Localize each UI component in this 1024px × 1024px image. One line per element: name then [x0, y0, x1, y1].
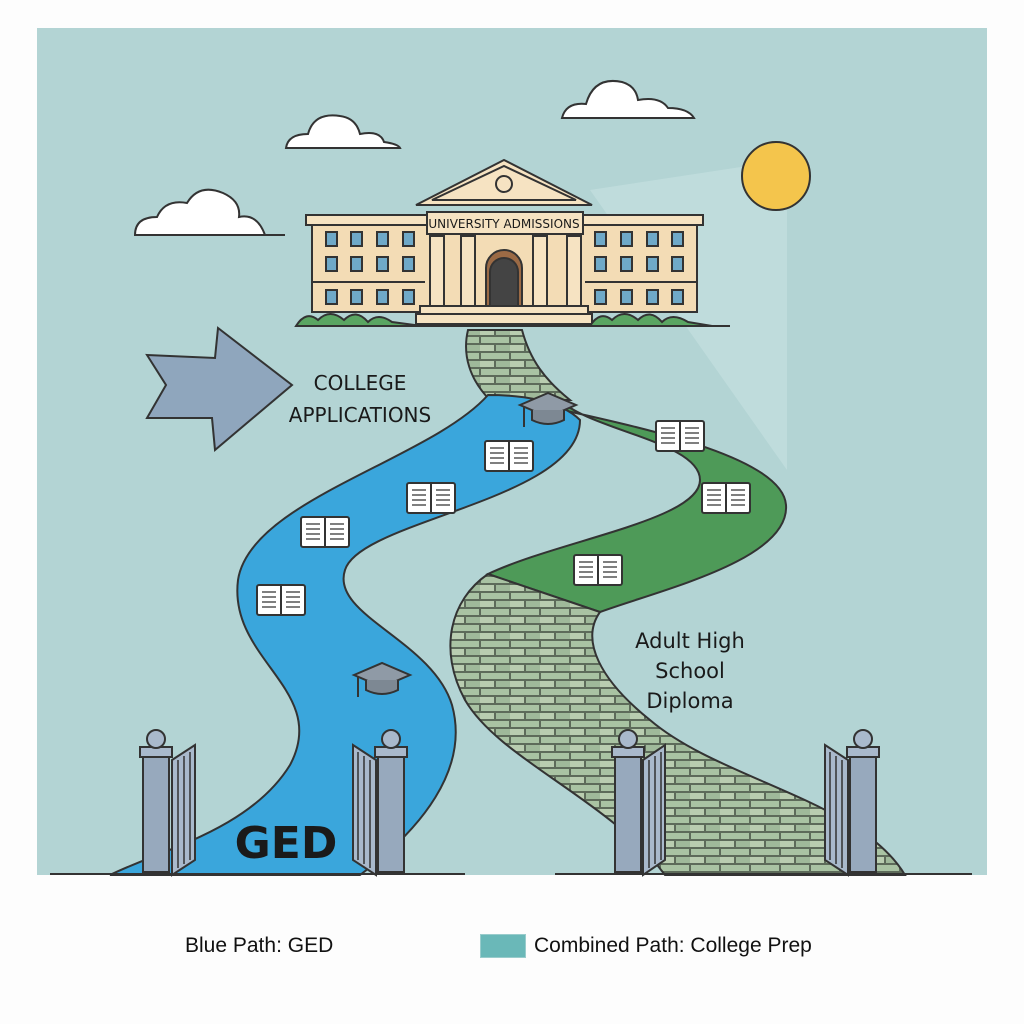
cloud-icon: [560, 80, 696, 119]
ged-label: GED: [235, 818, 338, 869]
book-icon: [484, 440, 534, 472]
legend-swatch: [480, 934, 526, 958]
college-applications-label-line2: APPLICATIONS: [289, 403, 431, 427]
legend-item-combined-path: Combined Path: College Prep: [480, 934, 812, 958]
sun-icon: [741, 141, 811, 211]
book-icon: [701, 482, 751, 514]
college-applications-label-line1: COLLEGE: [314, 371, 407, 395]
adult-diploma-label-line3: Diploma: [646, 689, 733, 713]
book-icon: [406, 482, 456, 514]
book-icon: [300, 516, 350, 548]
gate-left: [139, 729, 408, 877]
building-sign: UNIVERSITY ADMISSIONS: [428, 217, 579, 231]
cloud-icon: [133, 188, 285, 236]
book-icon: [655, 420, 705, 452]
brick-path-upper: [465, 329, 573, 401]
adult-diploma-label-line2: School: [655, 659, 725, 683]
adult-diploma-label-line1: Adult High: [635, 629, 745, 653]
gate-right: [611, 729, 880, 877]
building-windows: [325, 231, 684, 305]
book-icon: [256, 584, 306, 616]
arrow-icon: [145, 326, 294, 452]
legend-label: Blue Path: GED: [185, 934, 334, 957]
book-icon: [573, 554, 623, 586]
cloud-icon: [284, 114, 402, 149]
legend-label: Combined Path: College Prep: [534, 934, 812, 957]
legend-item-blue-path: Blue Path: GED: [185, 934, 333, 958]
